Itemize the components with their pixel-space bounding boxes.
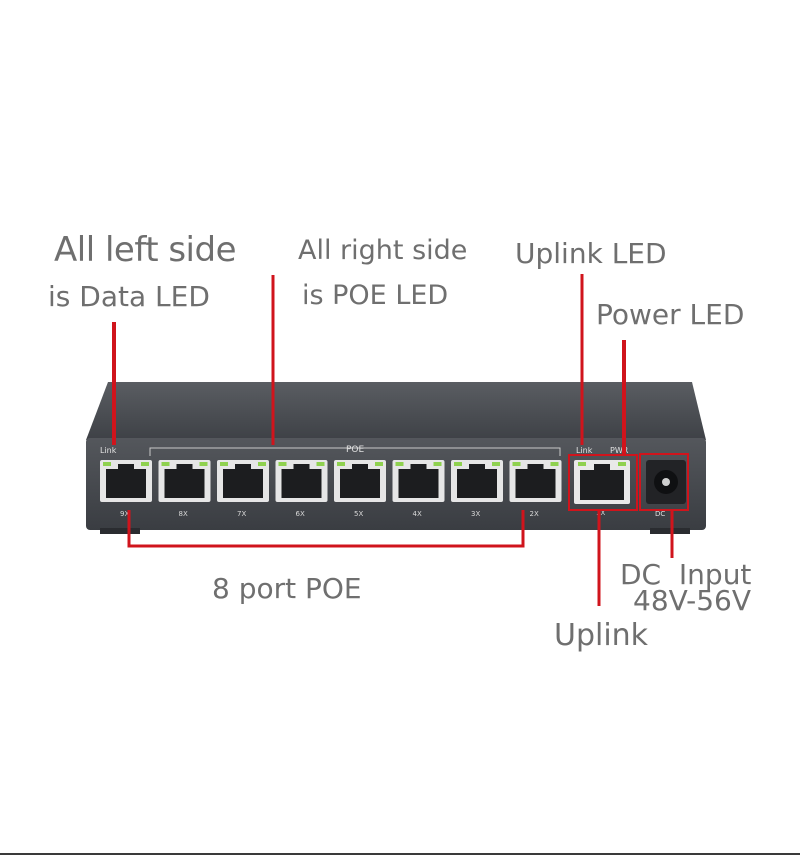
- rj45-port: 5X: [334, 460, 386, 518]
- power-led-callout: Power LED: [596, 298, 745, 331]
- rj45-port: 2X: [509, 460, 562, 518]
- chassis-foot-left: [100, 528, 140, 534]
- port-latch: [118, 464, 134, 471]
- rj45-port: 6X: [275, 460, 328, 518]
- uplink-highlight-box: [568, 454, 638, 511]
- dc-input-callout-line1: DC Input: [620, 558, 752, 591]
- port-socket: [398, 469, 439, 498]
- rj45-port: 7X: [217, 460, 269, 518]
- data-led: [220, 462, 228, 466]
- poe-led-callout-line1: All right side: [298, 235, 468, 266]
- port-latch: [352, 464, 368, 471]
- port-label: 9X: [120, 510, 129, 518]
- dc-label: DC: [655, 510, 665, 518]
- poe-led: [141, 462, 149, 466]
- rj45-port: 8X: [158, 460, 211, 518]
- uplink-port-label: 1X: [596, 509, 605, 517]
- bottom-divider: [0, 853, 800, 855]
- port-label: 5X: [354, 510, 363, 518]
- port-socket: [106, 469, 146, 498]
- port-socket: [515, 469, 556, 498]
- port-latch: [410, 464, 427, 471]
- dc-highlight-box: [639, 453, 689, 511]
- poe-bracket: [149, 447, 561, 456]
- port-label: 3X: [471, 510, 480, 518]
- poe-ports-bracket: [127, 510, 525, 548]
- port-label: 6X: [296, 510, 305, 518]
- data-led: [337, 462, 345, 466]
- port-label: 4X: [413, 510, 422, 518]
- poe-led: [550, 462, 559, 466]
- poe-led: [492, 462, 500, 466]
- link-label: Link: [100, 446, 117, 455]
- uplink-led-callout: Uplink LED: [515, 237, 667, 270]
- data-led: [512, 462, 521, 466]
- port-label: 8X: [179, 510, 188, 518]
- rj45-port: 9X: [100, 460, 152, 518]
- rj45-port: 3X: [451, 460, 503, 518]
- poe-ports-callout: 8 port POE: [212, 572, 362, 605]
- chassis-foot-right: [650, 528, 690, 534]
- uplink-link-label: Link: [576, 446, 593, 455]
- dc-input-callout-line2: 48V-56V: [633, 584, 752, 617]
- port-label: 7X: [237, 510, 246, 518]
- data-led: [103, 462, 111, 466]
- pwr-label: PWR: [610, 446, 629, 455]
- poe-led-callout-line2: is POE LED: [302, 280, 449, 311]
- poe-led: [433, 462, 442, 466]
- data-led: [454, 462, 462, 466]
- port-label: 2X: [530, 510, 539, 518]
- poe-led: [375, 462, 383, 466]
- port-latch: [469, 464, 485, 471]
- port-socket: [457, 469, 497, 498]
- port-latch: [293, 464, 310, 471]
- port-socket: [340, 469, 380, 498]
- port-latch: [527, 464, 544, 471]
- dc-jack: [646, 460, 686, 504]
- uplink-callout: Uplink: [554, 618, 649, 653]
- poe-led: [316, 462, 325, 466]
- rj45-port-group: 9X 8X 7X 6X 5X 4X 3X 2X: [100, 460, 562, 518]
- data-led: [395, 462, 404, 466]
- port-socket: [164, 469, 205, 498]
- uplink-port: [574, 460, 630, 504]
- port-latch: [235, 464, 251, 471]
- data-led: [278, 462, 287, 466]
- chassis-top: [86, 382, 706, 440]
- data-led-callout-line1: All left side: [54, 230, 237, 270]
- port-socket: [223, 469, 263, 498]
- poe-label: POE: [346, 445, 365, 455]
- poe-led: [199, 462, 208, 466]
- data-led: [161, 462, 170, 466]
- data-led-callout-line2: is Data LED: [48, 280, 210, 313]
- poe-led: [258, 462, 266, 466]
- port-latch: [176, 464, 193, 471]
- port-socket: [281, 469, 322, 498]
- rj45-port: 4X: [392, 460, 445, 518]
